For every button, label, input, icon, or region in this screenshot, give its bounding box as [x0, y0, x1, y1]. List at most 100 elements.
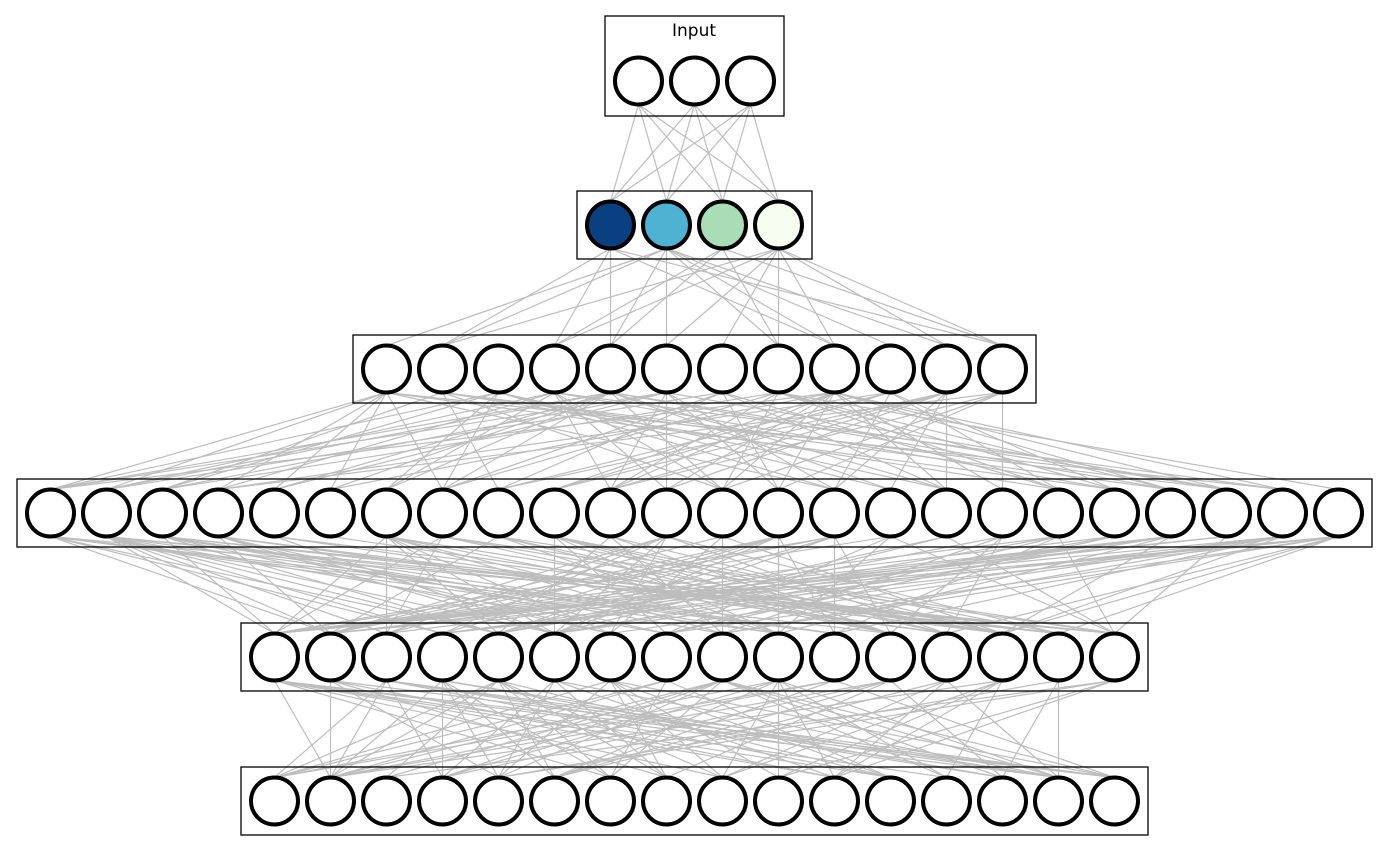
neuron-output-1: [249, 775, 300, 827]
neuron-hidden-4-12: [865, 631, 916, 683]
layer-box-hidden-3: [16, 478, 1373, 548]
neuron-hidden-3-21: [1145, 487, 1196, 539]
connection-edge: [274, 535, 1059, 635]
connection-edge: [554, 679, 891, 779]
connection-edge: [666, 248, 779, 346]
neuron-output-13: [921, 775, 972, 827]
neuron-hidden-1-3: [697, 199, 748, 251]
neuron-hidden-3-6: [305, 487, 356, 539]
connection-edge: [722, 391, 947, 491]
neuron-hidden-3-8: [417, 487, 468, 539]
neuron-hidden-1-2: [641, 199, 692, 251]
neuron-output-4: [417, 775, 468, 827]
neuron-hidden-3-10: [529, 487, 580, 539]
connection-edge: [330, 679, 891, 779]
connection-edge: [890, 391, 1059, 491]
connection-edge: [274, 535, 835, 635]
neuron-hidden-3-1: [25, 487, 76, 539]
connection-edge: [162, 536, 275, 634]
connection-edge: [274, 679, 835, 779]
connection-edge: [218, 391, 1003, 491]
connections: [50, 104, 1339, 779]
connection-edge: [330, 679, 1003, 779]
neuron-hidden-3-17: [921, 487, 972, 539]
neuron-hidden-4-10: [753, 631, 804, 683]
connection-edge: [274, 535, 1171, 635]
neuron-hidden-4-13: [921, 631, 972, 683]
neuron-output-8: [641, 775, 692, 827]
neuron-hidden-2-10: [865, 343, 916, 395]
neuron-hidden-4-9: [697, 631, 748, 683]
neuron-hidden-3-18: [977, 487, 1028, 539]
neuron-hidden-3-22: [1201, 487, 1252, 539]
neuron-hidden-3-4: [193, 487, 244, 539]
neuron-hidden-4-5: [473, 631, 524, 683]
connection-edge: [834, 535, 1283, 635]
connection-edge: [274, 536, 387, 634]
connection-edge: [777, 248, 836, 346]
connection-edge: [330, 679, 835, 779]
connection-edge: [610, 104, 751, 202]
connection-edge: [442, 247, 667, 347]
connection-edge: [274, 535, 1283, 635]
neuron-output-2: [305, 775, 356, 827]
connection-edge: [106, 391, 723, 491]
layer-box-output: [240, 766, 1149, 836]
neuron-hidden-2-7: [697, 343, 748, 395]
connection-edge: [274, 679, 779, 779]
neuron-output-11: [809, 775, 860, 827]
neuron-hidden-1-4: [753, 199, 804, 251]
neuron-hidden-2-12: [977, 343, 1028, 395]
connection-edge: [386, 247, 667, 347]
connection-edge: [274, 680, 387, 778]
neuron-output-16: [1089, 775, 1140, 827]
neuron-hidden-2-4: [529, 343, 580, 395]
neuron-hidden-2-1: [361, 343, 412, 395]
neuron-hidden-3-20: [1089, 487, 1140, 539]
connection-edge: [274, 535, 1339, 635]
connection-edge: [50, 391, 611, 491]
connection-edge: [498, 535, 779, 635]
neurons: [25, 55, 1364, 827]
neuron-output-5: [473, 775, 524, 827]
connection-edge: [722, 679, 947, 779]
connection-edge: [610, 391, 1003, 491]
neuron-hidden-3-14: [753, 487, 804, 539]
neuron-hidden-3-11: [585, 487, 636, 539]
connection-edge: [1001, 680, 1060, 778]
neuron-hidden-3-19: [1033, 487, 1084, 539]
connection-edge: [330, 679, 667, 779]
neuron-output-9: [697, 775, 748, 827]
neuron-hidden-4-4: [417, 631, 468, 683]
neuron-input-2: [669, 55, 720, 107]
connection-edge: [1058, 535, 1339, 635]
layer-box-hidden-4: [240, 622, 1149, 692]
connection-edge: [106, 535, 275, 635]
neuron-output-6: [529, 775, 580, 827]
neuron-output-3: [361, 775, 412, 827]
neuron-hidden-1-1: [585, 199, 636, 251]
neuron-hidden-2-3: [473, 343, 524, 395]
connection-edge: [778, 391, 1003, 491]
neuron-hidden-2-11: [921, 343, 972, 395]
connection-edge: [610, 104, 695, 202]
connection-edge: [834, 679, 1003, 779]
connection-edge: [778, 535, 1171, 635]
neuron-hidden-2-9: [809, 343, 860, 395]
connection-edge: [386, 679, 1115, 779]
neuron-output-12: [865, 775, 916, 827]
connection-edge: [666, 535, 1339, 635]
neuron-hidden-4-15: [1033, 631, 1084, 683]
neuron-hidden-4-2: [305, 631, 356, 683]
connection-edge: [749, 104, 780, 202]
connection-edge: [106, 535, 387, 635]
connection-edge: [778, 247, 947, 347]
neuron-output-10: [753, 775, 804, 827]
neuron-hidden-3-16: [865, 487, 916, 539]
connection-edge: [50, 391, 387, 491]
neuron-input-1: [613, 55, 664, 107]
connection-edge: [218, 391, 891, 491]
connection-edge: [274, 535, 891, 635]
neuron-hidden-3-24: [1313, 487, 1364, 539]
